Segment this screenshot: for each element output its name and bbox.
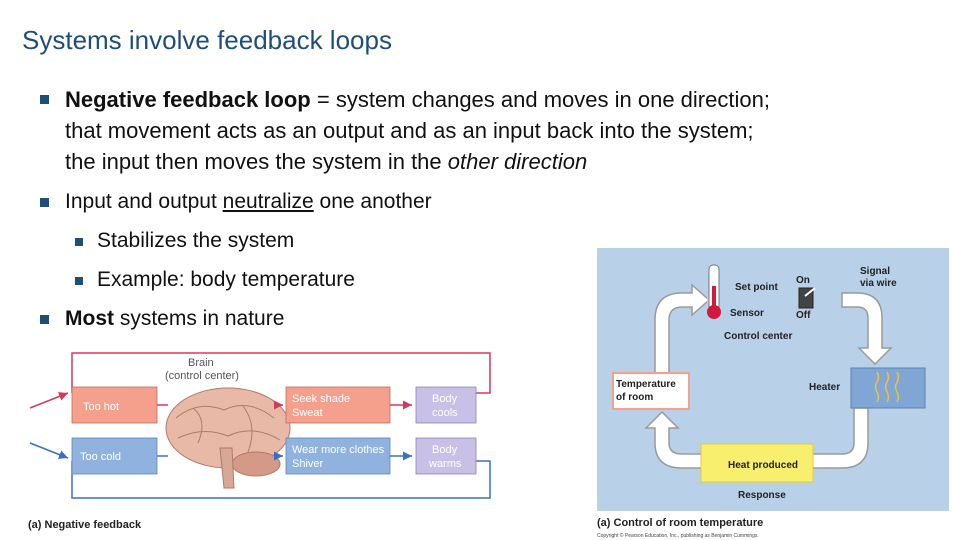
heater-label: Heater: [809, 382, 840, 393]
bullet-text: one another: [313, 190, 432, 213]
copyright-notice: Copyright © Pearson Education, Inc., pub…: [597, 532, 759, 539]
bullet-neutralize: Input and output neutralize one another: [65, 186, 945, 217]
cold-input-arrow: [29, 442, 69, 459]
equals-sign: =: [310, 87, 336, 112]
temperature-of-room-label: Temperature: [616, 379, 676, 390]
response-label: Response: [738, 490, 786, 501]
on-label: On: [796, 275, 810, 286]
bullet-text: system changes and moves in one directio…: [335, 87, 770, 112]
off-label: Off: [796, 310, 811, 321]
too-cold-box: [71, 437, 158, 475]
bullet-text: systems in nature: [114, 307, 285, 330]
bullet-text: the input then moves the system in the: [65, 149, 448, 174]
hot-input-arrow: [29, 392, 69, 409]
signal-label: Signal: [860, 266, 890, 277]
too-hot-box: [71, 386, 158, 424]
underlined-term: neutralize: [222, 190, 314, 213]
bold-term: Negative feedback loop: [65, 87, 311, 112]
body-warms-box: [415, 437, 477, 475]
bullet-negative-feedback: Negative feedback loop = system changes …: [65, 84, 945, 177]
bullet-marker: [40, 313, 49, 327]
heat-waves-icon: [874, 371, 900, 403]
sub-bullet-stabilizes: Stabilizes the system: [97, 229, 295, 252]
italic-text: other direction: [447, 149, 588, 174]
thermometer-bulb: [707, 305, 721, 319]
negative-feedback-figure: Too hot Too cold Brain (control center) …: [28, 352, 491, 531]
thermometer-mercury: [712, 286, 716, 308]
body-warms-label-2: warms: [428, 458, 462, 470]
brain-illustration: [165, 387, 291, 489]
right-figure-caption: (a) Control of room temperature: [597, 517, 763, 529]
bullet-marker: [75, 235, 83, 249]
bold-term: Most: [65, 307, 114, 330]
control-center-label: Control center: [724, 331, 792, 342]
bullet-marker: [40, 196, 49, 210]
set-point-label: Set point: [735, 282, 778, 293]
brain-label-sub: (control center): [165, 370, 239, 382]
cold-loop-line: [71, 460, 491, 499]
slide-title: Systems involve feedback loops: [22, 25, 392, 55]
body-cools-label: Body: [432, 393, 458, 405]
brain-label: Brain: [188, 357, 214, 369]
bullet-marker: [40, 93, 49, 107]
switch-lever: [804, 287, 816, 297]
too-hot-label: Too hot: [83, 401, 119, 413]
body-cools-box: [415, 386, 477, 424]
bullet-text: that movement acts as an output and as a…: [65, 118, 754, 143]
bullet-marker: [75, 274, 83, 288]
seek-shade-label: Seek shade: [292, 393, 350, 405]
temperature-of-room-label-2: of room: [616, 392, 653, 403]
heat-produced-label: Heat produced: [728, 460, 798, 471]
wear-clothes-label: Wear more clothes: [292, 444, 385, 456]
bullet-most-systems: Most systems in nature: [65, 303, 945, 334]
body-cools-label-2: cools: [432, 407, 458, 419]
loop-arrows: [644, 283, 893, 469]
temperature-of-room-box: [612, 372, 690, 410]
sensor-label: Sensor: [730, 308, 764, 319]
heat-produced-box: [700, 443, 814, 483]
body-warms-label: Body: [432, 444, 458, 456]
shiver-label: Shiver: [292, 458, 324, 470]
hot-loop-line: [71, 352, 491, 394]
room-temperature-figure: Set point Sensor On Off Control center S…: [597, 248, 949, 539]
sweat-label: Sweat: [292, 407, 323, 419]
bullet-text: Input and output: [65, 190, 223, 213]
sub-bullet-example: Example: body temperature: [97, 268, 355, 291]
signal-label-2: via wire: [860, 278, 897, 289]
left-figure-caption: (a) Negative feedback: [28, 519, 142, 531]
too-cold-label: Too cold: [80, 451, 121, 463]
